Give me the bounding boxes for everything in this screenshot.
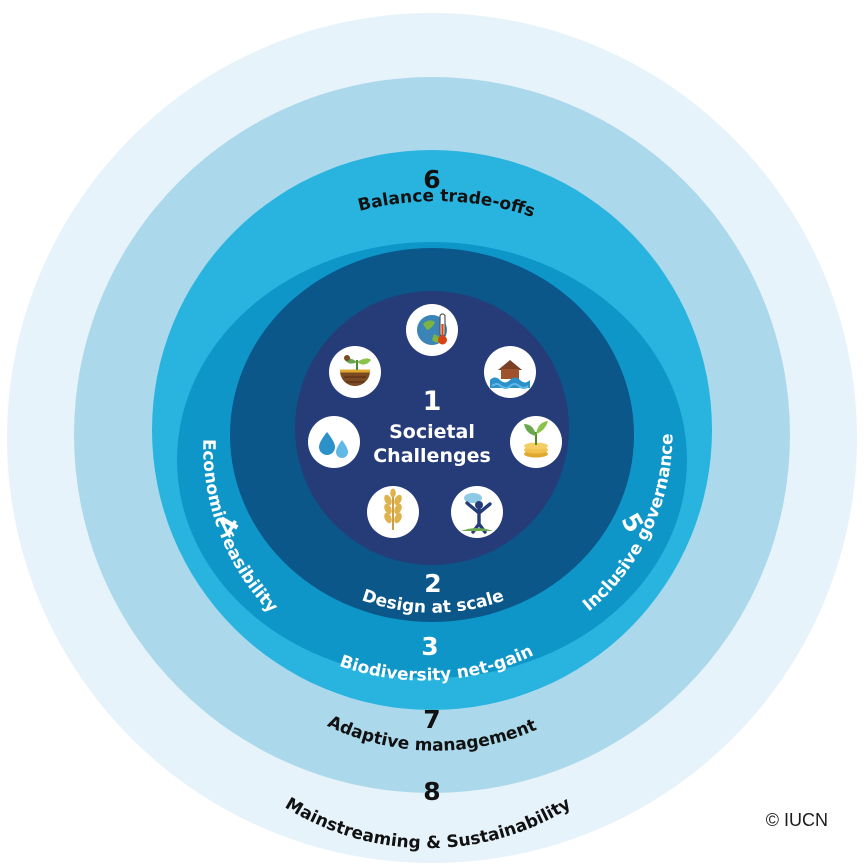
ring-2-number: 2 <box>424 569 441 598</box>
soil-sprout-icon <box>329 346 381 398</box>
food-grain-icon <box>367 486 419 538</box>
ring-8-number: 8 <box>423 777 440 806</box>
core-number: 1 <box>423 386 442 417</box>
core-label-line1: Societal <box>389 421 475 443</box>
copyright-notice: © IUCN <box>765 810 828 830</box>
climate-thermometer-icon <box>406 304 458 356</box>
core-label-line2: Challenges <box>373 445 491 467</box>
ring-6-number: 6 <box>423 165 440 194</box>
plant-coins-icon <box>510 416 562 468</box>
water-drops-icon <box>308 416 360 468</box>
human-wellbeing-icon <box>451 486 503 538</box>
ring-3-number: 3 <box>421 632 438 661</box>
ring-7-number: 7 <box>423 705 440 734</box>
flood-house-icon <box>484 346 536 398</box>
